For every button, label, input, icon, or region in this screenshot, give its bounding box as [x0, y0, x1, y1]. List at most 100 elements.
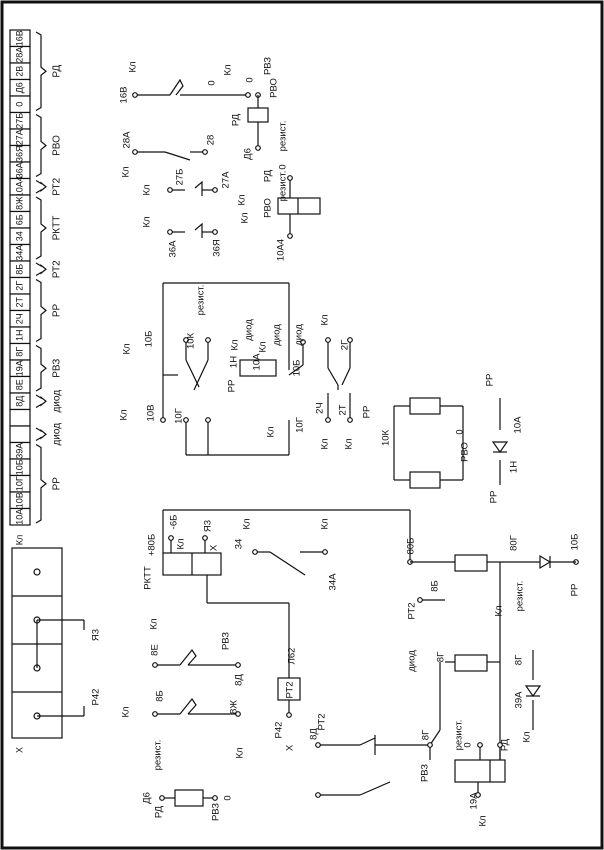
- connector-pin-label: Я3: [91, 629, 102, 641]
- wire-label: 0: [223, 795, 234, 800]
- wire-label: 10А: [513, 416, 524, 434]
- wire: [359, 737, 376, 746]
- terminal-group-label: РТ2: [52, 260, 63, 278]
- wire-label: Кл: [235, 747, 246, 758]
- wire-label: 34А: [328, 573, 339, 591]
- terminal-node: [160, 417, 166, 423]
- wire: [35, 196, 47, 260]
- wire-label: Кл: [320, 314, 331, 325]
- connector-pin: [33, 568, 41, 576]
- terminal-node: [212, 187, 218, 193]
- wire-label: 10А: [252, 353, 263, 371]
- terminal-node: [235, 711, 241, 717]
- terminal-label: 8Ж: [14, 196, 24, 210]
- terminal-label: Д6: [14, 82, 24, 93]
- wire-label: Кл: [230, 339, 241, 350]
- terminal-node: [475, 792, 481, 798]
- terminal-label: 0: [14, 102, 24, 107]
- terminal-label: 36Я: [14, 145, 24, 162]
- wire-label: резист.: [454, 720, 465, 751]
- terminal-node: [202, 535, 208, 541]
- wire-label: 2Т: [338, 404, 349, 415]
- terminal-node: [497, 742, 503, 748]
- wire-label: РР: [227, 380, 238, 393]
- wire-label: Кл: [149, 618, 160, 629]
- terminal-label: 34: [14, 231, 24, 241]
- terminal-node: [152, 662, 158, 668]
- wire-label: Кл: [121, 706, 132, 717]
- wire-label: 8Г: [514, 655, 525, 665]
- resistor: [409, 471, 441, 489]
- terminal-node: [255, 145, 261, 151]
- wire-label: Кл: [237, 194, 248, 205]
- terminal-group-label: РД: [52, 65, 63, 78]
- wire: [179, 697, 197, 715]
- terminal-label: 10Б: [14, 459, 24, 475]
- wire: [194, 180, 203, 196]
- terminal-node: [168, 535, 174, 541]
- wire-label: диод: [407, 650, 418, 672]
- connector-label: Х: [14, 747, 24, 753]
- terminal-node: [252, 549, 258, 555]
- terminal-node: [205, 337, 211, 343]
- wire-label: РР: [570, 584, 581, 597]
- wire-label: резист.: [153, 740, 164, 771]
- wire: [327, 367, 339, 386]
- wire-label: РТ2: [285, 682, 296, 699]
- terminal-cell: [9, 408, 31, 427]
- wire-label: 10Г: [295, 417, 306, 433]
- terminal-node: [347, 337, 353, 343]
- terminal-group-label: РВЗ: [52, 359, 63, 378]
- terminal-node: [347, 417, 353, 423]
- wire-label: РД: [263, 169, 274, 182]
- terminal-group-label: РР: [52, 304, 63, 318]
- wire-label: Кл: [142, 184, 153, 195]
- resistor: [409, 397, 441, 415]
- terminal-group-label: РТ2: [52, 177, 63, 195]
- wire-label: 10А4: [276, 239, 287, 261]
- wire-label: Д6: [142, 792, 153, 804]
- terminal-label: 10Г: [14, 476, 24, 491]
- resistor: [454, 654, 488, 672]
- resistor: [454, 554, 488, 572]
- wire-label: РД: [500, 738, 511, 751]
- terminal-label: 10В: [14, 492, 24, 508]
- wire-label: Я3: [203, 520, 214, 532]
- wire-label: Кл: [223, 64, 234, 75]
- terminal-node: [159, 795, 165, 801]
- terminal-node: [132, 92, 138, 98]
- wire-label: 80Г: [509, 535, 520, 551]
- wire-label: 10К: [186, 332, 197, 349]
- wire-label: резист.: [196, 285, 207, 316]
- wire-label: РВЗ: [263, 57, 274, 75]
- diode-symbol: [491, 441, 509, 454]
- wire-label: 10Б: [144, 331, 155, 348]
- wire-label: Кл: [258, 341, 269, 352]
- wire-label: Кл: [320, 438, 331, 449]
- wire-label: 0: [245, 77, 256, 82]
- wire: [429, 729, 441, 746]
- wire-label: резист.: [278, 171, 289, 202]
- wire-label: Д6: [243, 148, 254, 160]
- wire-label: 10Б: [570, 534, 581, 551]
- terminal-cell: [9, 507, 31, 526]
- wire-label: Кл: [478, 815, 489, 826]
- wire: [185, 359, 200, 388]
- terminal-node: [212, 795, 218, 801]
- wire-label: РВЗ: [211, 803, 222, 821]
- wire: [35, 179, 47, 194]
- wire-label: 8Д: [234, 674, 245, 686]
- wire-label: 0: [278, 164, 289, 169]
- wire-label: 2Ч: [315, 402, 326, 414]
- terminal-label: 8Е: [14, 379, 24, 390]
- wire-label: 8Г: [436, 652, 447, 662]
- terminal-node: [477, 742, 483, 748]
- wire-label: РТ2: [407, 603, 418, 620]
- wire-label: Кл: [494, 605, 505, 616]
- diode-symbol: [524, 685, 542, 698]
- terminal-node: [212, 229, 218, 235]
- wire: [288, 364, 304, 376]
- terminal-node: [322, 549, 328, 555]
